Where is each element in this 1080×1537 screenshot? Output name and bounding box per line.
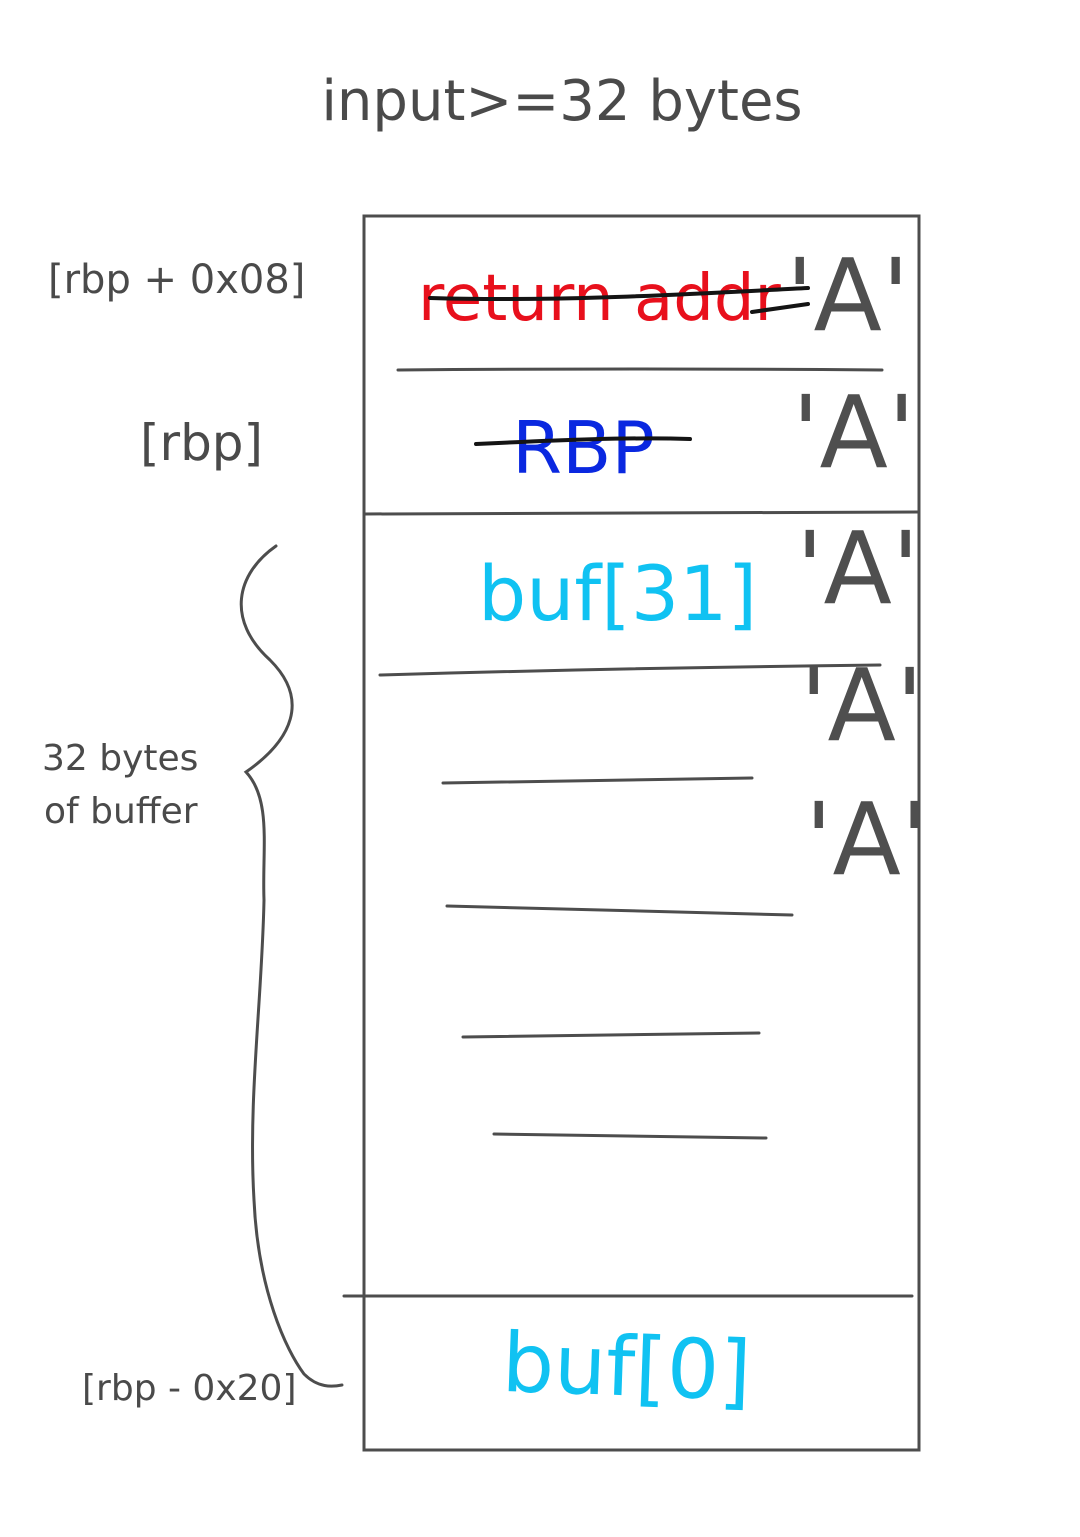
label-buffer-size-1: 32 bytes: [42, 738, 198, 779]
stack-frame-outline: [362, 214, 921, 1452]
buffer-slot-line: [441, 776, 754, 785]
label-rbp: [rbp]: [140, 414, 263, 472]
buffer-slot-line: [445, 904, 794, 917]
strike-saved-rbp: [474, 436, 692, 446]
overflow-byte: 'A': [792, 374, 915, 491]
overflow-byte: 'A': [805, 781, 928, 898]
label-ret-offset: [rbp + 0x08]: [48, 257, 305, 303]
overflow-byte: 'A': [800, 647, 923, 764]
cell-buf-31: buf[31]: [478, 549, 757, 638]
strike-return-addr: [428, 286, 810, 314]
diagram-title: input>=32 bytes: [321, 69, 802, 134]
separator-buf31: [378, 663, 882, 677]
separator-ret-rbp: [396, 367, 884, 372]
label-buf-start: [rbp - 0x20]: [82, 1368, 297, 1409]
overflow-byte: 'A': [796, 510, 919, 627]
cell-saved-rbp: RBP: [512, 406, 655, 490]
cell-buf-0: buf[0]: [501, 1316, 753, 1420]
buffer-slot-line: [492, 1132, 768, 1140]
overflow-byte: 'A': [786, 237, 909, 354]
buffer-brace: [239, 544, 344, 1388]
label-buffer-size-2: of buffer: [44, 791, 198, 832]
separator-rbp-buf: [362, 510, 920, 516]
buffer-slot-line: [461, 1031, 761, 1039]
